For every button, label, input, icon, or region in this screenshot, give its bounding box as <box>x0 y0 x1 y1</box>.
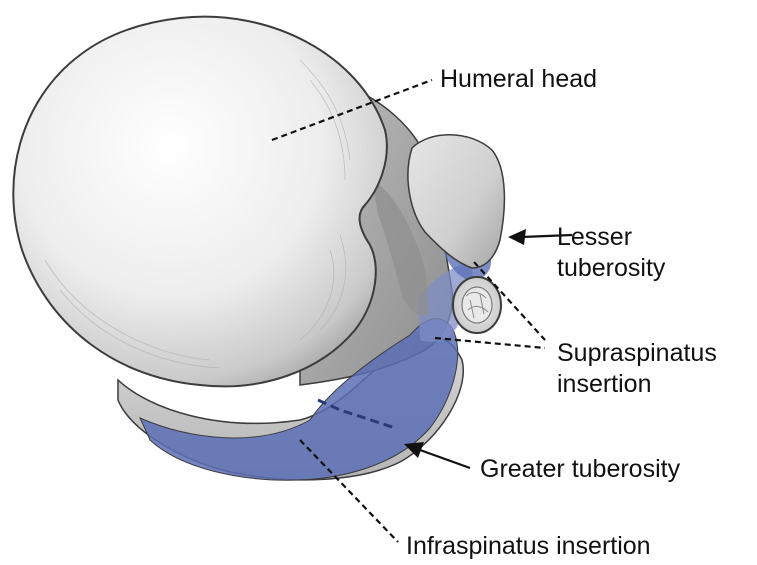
greater-tuberosity-label: Greater tuberosity <box>480 454 680 485</box>
humeral-head-shape <box>13 17 387 387</box>
arrow-greater-tuberosity-shaft <box>420 450 470 468</box>
supraspinatus-label-line1: Supraspinatus <box>557 338 717 369</box>
lesser-tuberosity-label: Lesser tuberosity <box>557 222 665 284</box>
supraspinatus-insertion-label: Supraspinatus insertion <box>557 338 717 400</box>
infraspinatus-insertion-label: Infraspinatus insertion <box>406 531 651 562</box>
humeral-head-label: Humeral head <box>440 64 597 95</box>
supraspinatus-label-line2: insertion <box>557 369 717 400</box>
lesser-tuberosity-label-line1: Lesser <box>557 222 665 253</box>
arrow-head-lesser <box>508 229 526 245</box>
lesser-tuberosity-label-line2: tuberosity <box>557 253 665 284</box>
